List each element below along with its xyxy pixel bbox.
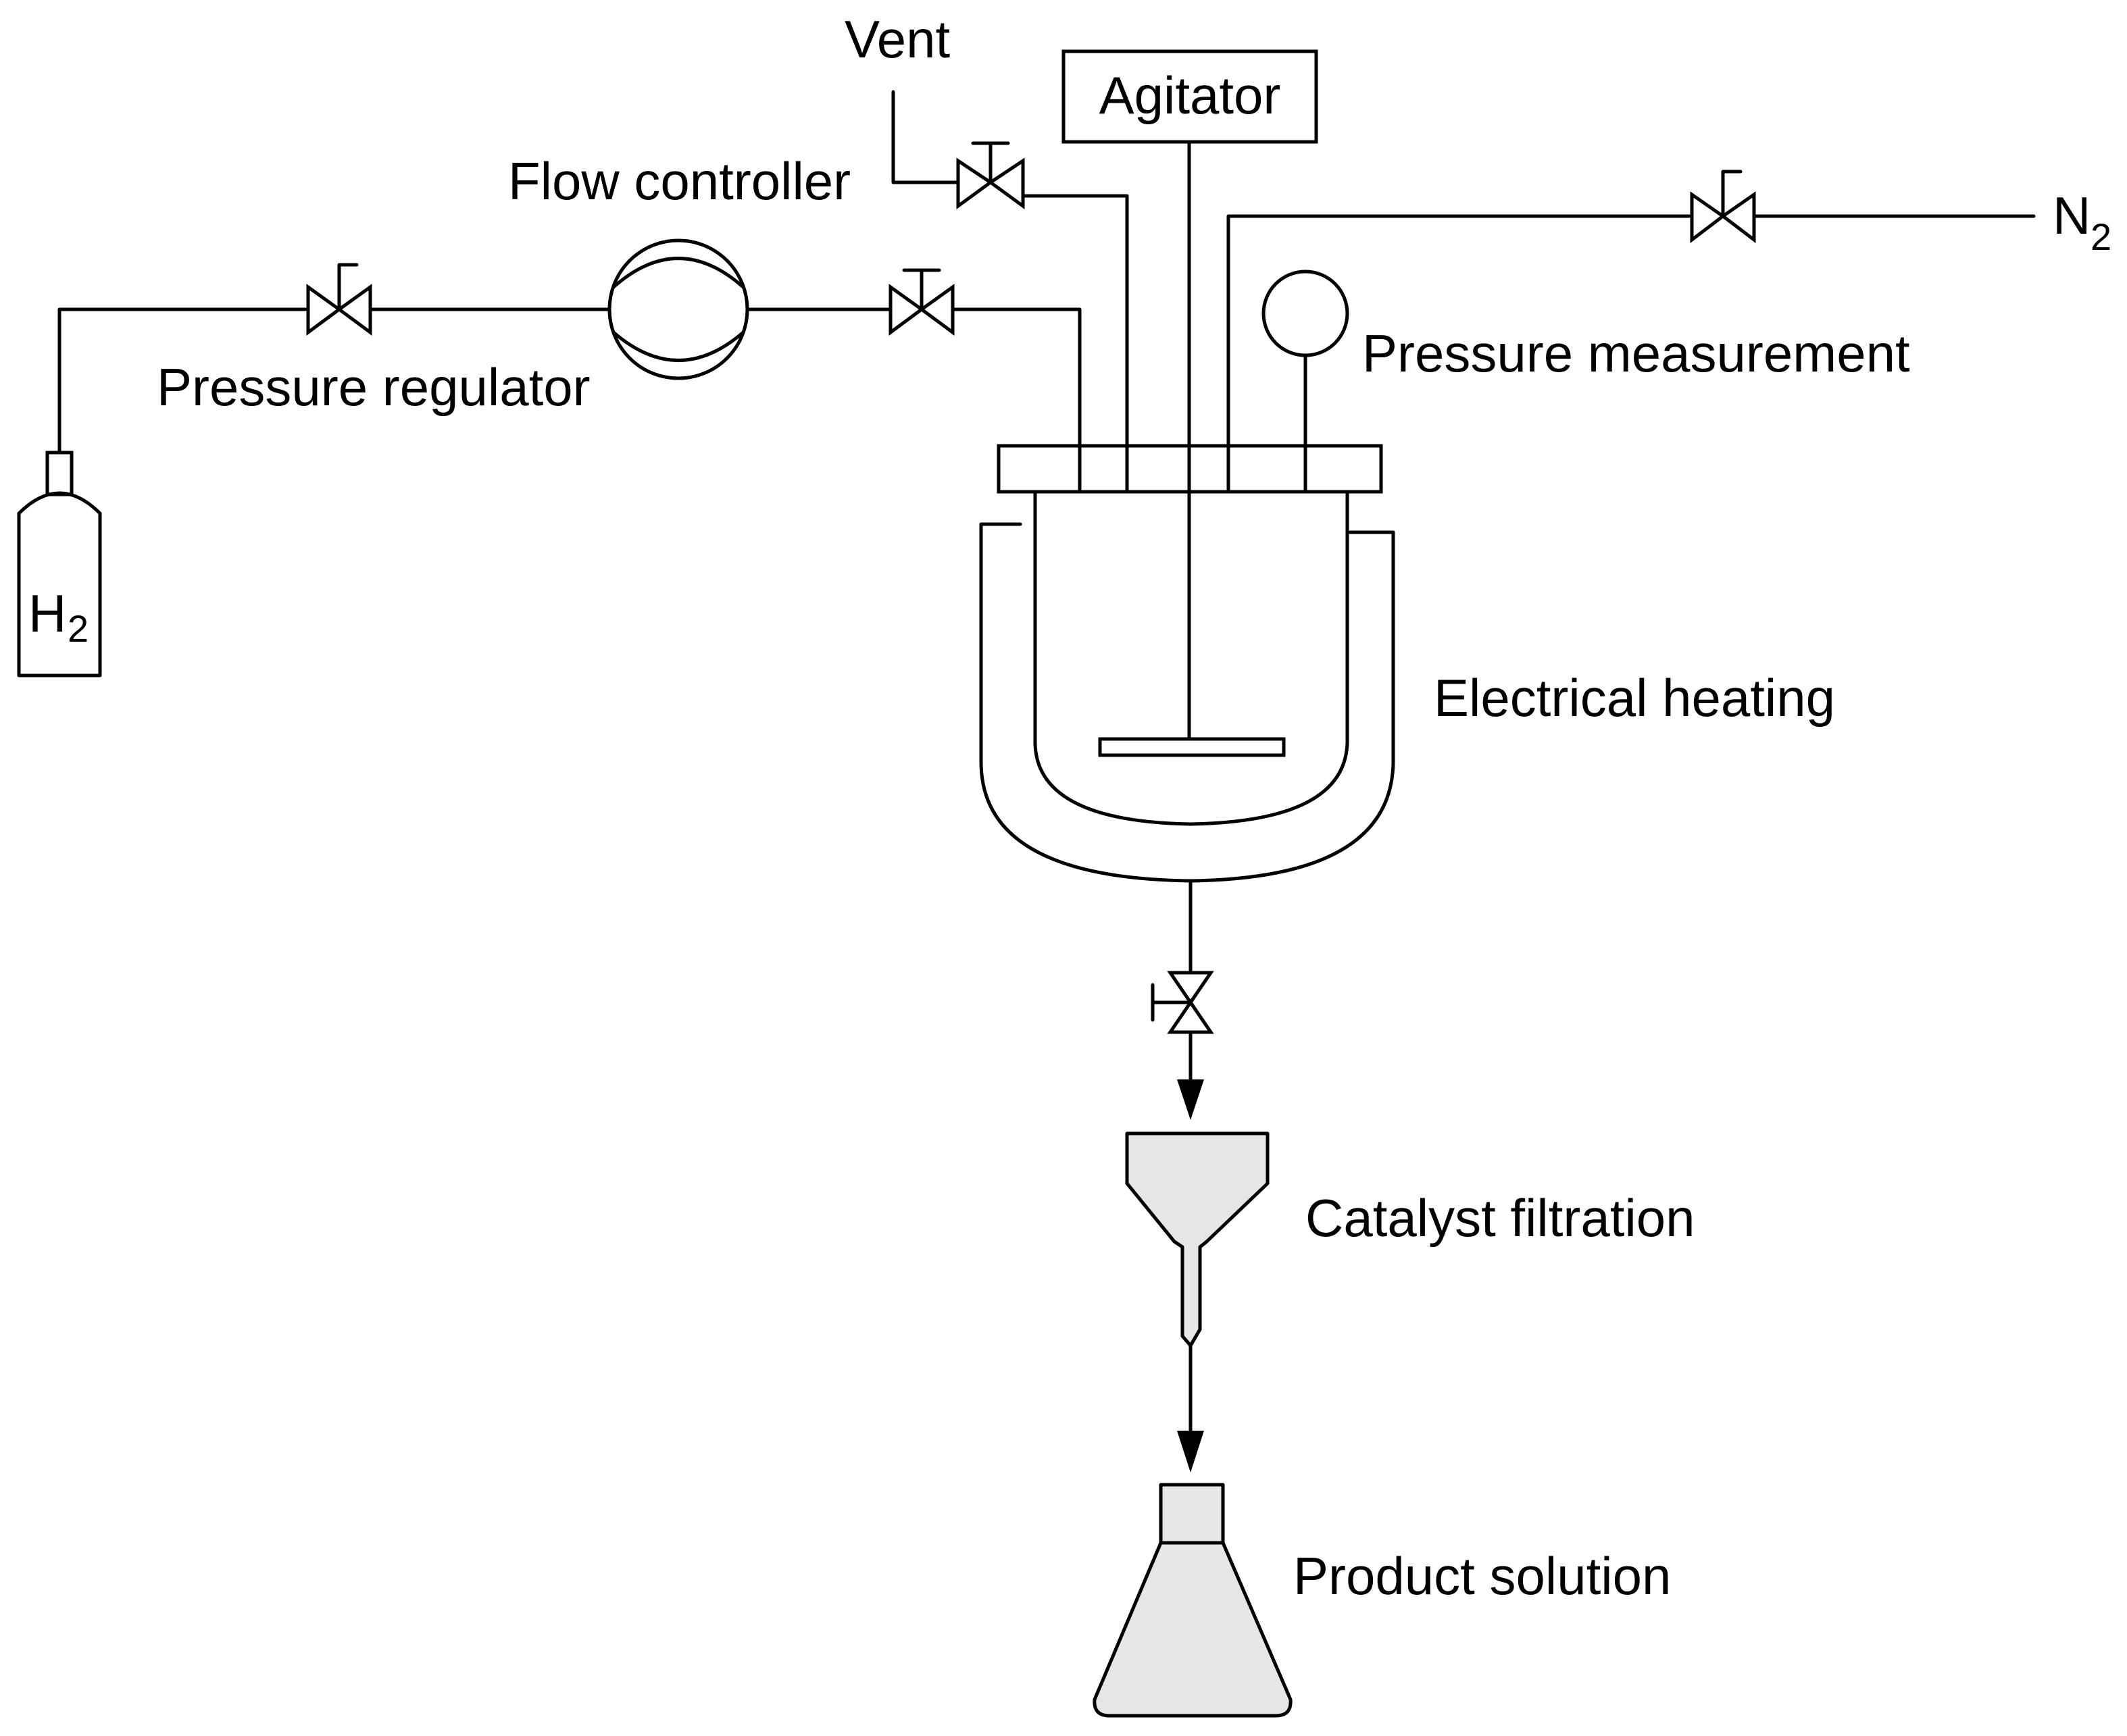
- vent-to-reactor-line: [1021, 194, 1129, 494]
- hydrogen-supply-line: [57, 307, 307, 455]
- product-flask: [1093, 1483, 1293, 1718]
- outlet-valve: [1151, 971, 1214, 1034]
- pressure-regulator-valve: [306, 263, 372, 336]
- agitator-box: Agitator: [1061, 49, 1318, 144]
- agitator-label: Agitator: [1099, 66, 1281, 125]
- hydrogen-subscript: 2: [68, 607, 89, 650]
- nitrogen-subscript: 2: [2091, 215, 2111, 258]
- product-solution-label: Product solution: [1293, 1546, 1671, 1606]
- hydrogen-inlet-line: [951, 307, 1082, 494]
- vent-line: [891, 90, 960, 184]
- vent-valve: [956, 141, 1025, 209]
- electrical-heating-label: Electrical heating: [1434, 668, 1835, 727]
- flow-controller-meter: [607, 238, 749, 380]
- filtration-funnel: [1125, 1131, 1270, 1348]
- nitrogen-symbol: N: [2053, 186, 2091, 245]
- nitrogen-line-reactor-side: [1226, 214, 1691, 448]
- hydrogen-cylinder: H 2: [17, 451, 102, 678]
- reactor-vessel: [979, 444, 1395, 883]
- pressure-measurement-label: Pressure measurement: [1362, 324, 1910, 383]
- nitrogen-gas-label: N 2: [2053, 186, 2111, 258]
- flask-arrow-head: [1177, 1431, 1204, 1473]
- nitrogen-valve: [1690, 170, 1756, 244]
- hydrogen-symbol: H: [28, 584, 66, 643]
- pressure-regulator-label: Pressure regulator: [157, 357, 591, 417]
- outlet-arrow-head: [1177, 1079, 1204, 1120]
- hydrogen-inlet-valve: [889, 268, 955, 336]
- flow-controller-label: Flow controller: [508, 151, 851, 211]
- vent-label: Vent: [845, 9, 950, 69]
- catalyst-filtration-label: Catalyst filtration: [1305, 1188, 1695, 1248]
